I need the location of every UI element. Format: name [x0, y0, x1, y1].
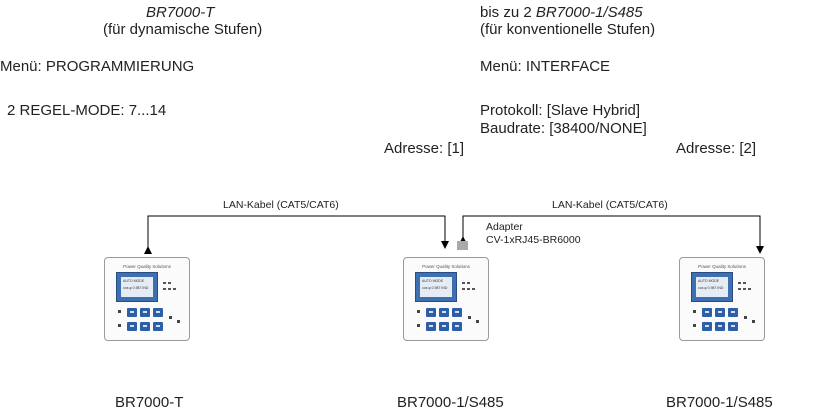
baudrate-setting: Baudrate: [38400/NONE]	[480, 120, 647, 137]
side-mark	[462, 288, 465, 290]
cable-label-right: LAN-Kabel (CAT5/CAT6)	[552, 199, 668, 211]
lcd-line-2: cos φ 0.987 IND	[123, 286, 149, 290]
left-device-title: BR7000-T	[146, 4, 215, 21]
side-mark	[163, 282, 166, 284]
right-device-title: bis zu 2 BR7000-1/S485	[480, 4, 643, 22]
panel-button[interactable]	[439, 308, 449, 317]
device-br7000-1-s485-a: Power Quality Solutions AUTO MODE cos φ …	[403, 257, 489, 341]
left-device-note: (für dynamische Stufen)	[103, 21, 263, 38]
indicator-dot	[118, 310, 121, 313]
panel-button[interactable]	[426, 322, 436, 331]
right-menu: Menü: INTERFACE	[480, 58, 611, 75]
device-caption-2: BR7000-1/S485	[397, 394, 504, 411]
left-setting: 2 REGEL-MODE: 7...14	[7, 102, 167, 119]
panel-button[interactable]	[140, 308, 150, 317]
side-mark	[168, 288, 171, 290]
panel-button[interactable]	[702, 322, 712, 331]
panel-button[interactable]	[715, 322, 725, 331]
device-br7000-t: Power Quality Solutions AUTO MODE cos φ …	[104, 257, 190, 341]
side-mark	[467, 282, 470, 284]
indicator-dot	[468, 316, 471, 319]
side-mark	[743, 282, 746, 284]
panel-button[interactable]	[452, 322, 462, 331]
side-mark	[173, 288, 176, 290]
side-mark	[472, 288, 475, 290]
right-device-note: (für konventionelle Stufen)	[480, 21, 656, 38]
cable-left	[144, 215, 449, 254]
lcd-line-1: AUTO MODE	[698, 279, 720, 283]
panel-button[interactable]	[140, 322, 150, 331]
side-mark	[168, 282, 171, 284]
indicator-dot	[693, 324, 696, 327]
panel-button[interactable]	[127, 308, 137, 317]
adapter-title: Adapter	[486, 221, 523, 233]
protocol-setting: Protokoll: [Slave Hybrid]	[480, 102, 641, 119]
indicator-dot	[693, 310, 696, 313]
left-menu: Menü: PROGRAMMIERUNG	[0, 58, 195, 75]
panel-button[interactable]	[153, 308, 163, 317]
indicator-dot	[417, 324, 420, 327]
lcd-line-2: cos φ 0.987 IND	[698, 286, 724, 290]
device-caption-3: BR7000-1/S485	[666, 394, 773, 411]
panel-button[interactable]	[702, 308, 712, 317]
panel-button[interactable]	[728, 308, 738, 317]
side-mark	[738, 288, 741, 290]
indicator-dot	[169, 316, 172, 319]
indicator-dot	[417, 310, 420, 313]
device-brand: Power Quality Solutions	[422, 264, 470, 269]
device-brand: Power Quality Solutions	[698, 264, 746, 269]
indicator-dot	[476, 320, 479, 323]
device-br7000-1-s485-b: Power Quality Solutions AUTO MODE cos φ …	[679, 257, 765, 341]
device-screen: AUTO MODE cos φ 0.987 IND	[116, 272, 158, 302]
panel-button[interactable]	[127, 322, 137, 331]
indicator-dot	[177, 320, 180, 323]
indicator-dot	[752, 320, 755, 323]
side-mark	[462, 282, 465, 284]
panel-button[interactable]	[439, 322, 449, 331]
panel-button[interactable]	[715, 308, 725, 317]
indicator-dot	[118, 324, 121, 327]
address-1: Adresse: [1]	[384, 140, 465, 157]
right-device-name: BR7000-1/S485	[535, 4, 643, 21]
panel-button[interactable]	[426, 308, 436, 317]
side-mark	[467, 288, 470, 290]
device-caption-1: BR7000-T	[115, 394, 184, 411]
indicator-dot	[744, 316, 747, 319]
device-screen: AUTO MODE cos φ 0.987 IND	[691, 272, 733, 302]
lcd-line-2: cos φ 0.987 IND	[422, 286, 448, 290]
device-brand: Power Quality Solutions	[123, 264, 171, 269]
side-mark	[163, 288, 166, 290]
side-mark	[748, 288, 751, 290]
adapter-block	[457, 241, 468, 250]
side-mark	[738, 282, 741, 284]
lcd-line-1: AUTO MODE	[123, 279, 145, 283]
panel-button[interactable]	[153, 322, 163, 331]
right-device-prefix: bis zu 2	[480, 4, 536, 21]
panel-button[interactable]	[452, 308, 462, 317]
cable-label-left: LAN-Kabel (CAT5/CAT6)	[223, 199, 339, 211]
cable-right	[459, 215, 764, 254]
address-2: Adresse: [2]	[676, 140, 757, 157]
device-screen: AUTO MODE cos φ 0.987 IND	[415, 272, 457, 302]
panel-button[interactable]	[728, 322, 738, 331]
side-mark	[743, 288, 746, 290]
lcd-line-1: AUTO MODE	[422, 279, 444, 283]
